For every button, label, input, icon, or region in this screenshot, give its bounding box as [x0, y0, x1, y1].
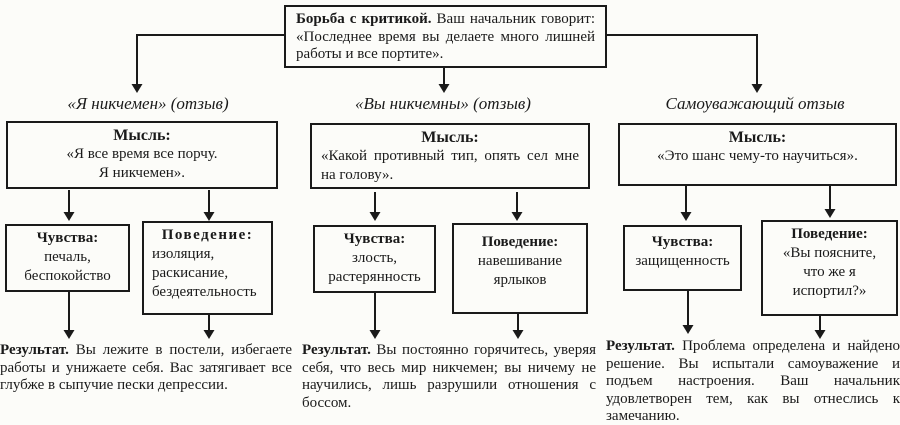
feelings-label: Чувства: — [651, 234, 714, 250]
arrow-down-icon — [63, 330, 75, 339]
behavior-label: Поведение: — [481, 234, 559, 250]
feelings-box-col3: Чувства: защищенность — [623, 225, 742, 291]
feelings-text: печаль, беспокойство — [24, 249, 111, 284]
result-label: Результат. — [0, 342, 69, 358]
behavior-text: изоляция, раскисание, бездеятельность — [152, 246, 257, 300]
connector-thought2-to-feelings2 — [369, 192, 381, 221]
root-box: Борьба с критикой. Ваш начальник говорит… — [284, 5, 607, 68]
arrow-down-icon — [203, 330, 215, 339]
feelings-text: защищенность — [635, 253, 730, 269]
root-box-text: Ваш начальник говорит: «Последнее время … — [296, 11, 595, 62]
feelings-label: Чувства: — [343, 231, 406, 247]
feelings-box-col1: Чувства: печаль, беспокойство — [5, 224, 130, 292]
thought-box-col2: Мысль: «Какой противный тип, опять сел м… — [310, 123, 590, 189]
connector-root-to-col3 — [607, 34, 763, 93]
connector-behavior3-to-result3 — [814, 315, 826, 339]
arrow-down-icon — [131, 84, 143, 93]
arrow-down-icon — [680, 212, 692, 221]
behavior-label: Поведение: — [791, 226, 868, 242]
thought-box-col3: Мысль: «Это шанс чему-то научиться». — [618, 123, 897, 186]
connector-thought1-to-feelings1 — [63, 190, 75, 221]
arrow-down-icon — [751, 84, 763, 93]
thought-box-col1: Мысль: «Я все время все порчу. Я никчеме… — [6, 121, 278, 189]
connector-feelings1-to-result1 — [63, 292, 75, 339]
feelings-text: злость, растерянность — [328, 250, 421, 285]
arrow-down-icon — [63, 212, 75, 221]
behavior-box-col3: Поведение: «Вы поясните, что же я испорт… — [761, 220, 898, 316]
column-header-3: Самоуважающий отзыв — [665, 94, 845, 113]
thought-label: Мысль: — [113, 127, 171, 144]
behavior-box-col1: Поведение: изоляция, раскисание, бездеят… — [142, 221, 273, 315]
arrow-down-icon — [824, 209, 836, 218]
result-label: Результат. — [606, 338, 675, 354]
arrow-down-icon — [369, 330, 381, 339]
connector-feelings2-to-result2 — [369, 292, 381, 339]
result-text: Вы лежите в постели, избегаете работы и … — [0, 342, 293, 394]
connector-root-to-col1 — [131, 34, 284, 93]
behavior-box-col2: Поведение: навешивание ярлыков — [452, 223, 588, 314]
connector-behavior1-to-result1 — [203, 314, 215, 339]
result-col2: Результат. Вы постоянно горячитесь, увер… — [302, 342, 596, 412]
thought-text: «Какой противный тип, опять сел мне на г… — [321, 148, 579, 183]
root-box-title: Борьба с критикой. — [296, 11, 432, 27]
column-header-1: «Я никчемен» (отзыв) — [67, 94, 229, 113]
arrow-down-icon — [511, 212, 523, 221]
connector-behavior2-to-result2 — [512, 313, 524, 339]
connector-root-to-col2 — [438, 67, 450, 93]
arrow-down-icon — [203, 212, 215, 221]
arrow-down-icon — [682, 325, 694, 334]
arrow-down-icon — [369, 212, 381, 221]
connector-thought2-to-behavior2 — [511, 192, 523, 221]
behavior-text: навешивание ярлыков — [477, 253, 563, 288]
result-col1: Результат. Вы лежите в постели, избегает… — [0, 342, 292, 395]
column-header-2: «Вы никчемны» (отзыв) — [355, 94, 531, 113]
connector-thought3-to-behavior3 — [824, 186, 836, 218]
thought-label: Мысль: — [421, 129, 479, 146]
result-col3: Результат. Проблема определена и найдено… — [606, 338, 900, 425]
result-text: Вы постоянно горячитесь, уверяя себя, чт… — [302, 342, 597, 411]
connector-thought3-to-feelings3 — [680, 186, 692, 221]
result-text: Проблема определена и найдено решение. В… — [606, 338, 900, 425]
behavior-text: «Вы поясните, что же я испортил?» — [782, 245, 877, 299]
result-label: Результат. — [302, 342, 371, 358]
feelings-box-col2: Чувства: злость, растерянность — [313, 225, 436, 293]
arrow-down-icon — [512, 330, 524, 339]
feelings-label: Чувства: — [36, 230, 99, 246]
behavior-label: Поведение: — [161, 227, 254, 243]
connector-feelings3-to-result3 — [682, 290, 694, 334]
thought-text: «Это шанс чему-то научиться». — [657, 148, 858, 164]
connector-thought1-to-behavior1 — [203, 190, 215, 221]
thought-label: Мысль: — [728, 129, 787, 146]
arrow-down-icon — [438, 84, 450, 93]
thought-text: «Я все время все порчу. Я никчемен». — [66, 146, 218, 181]
